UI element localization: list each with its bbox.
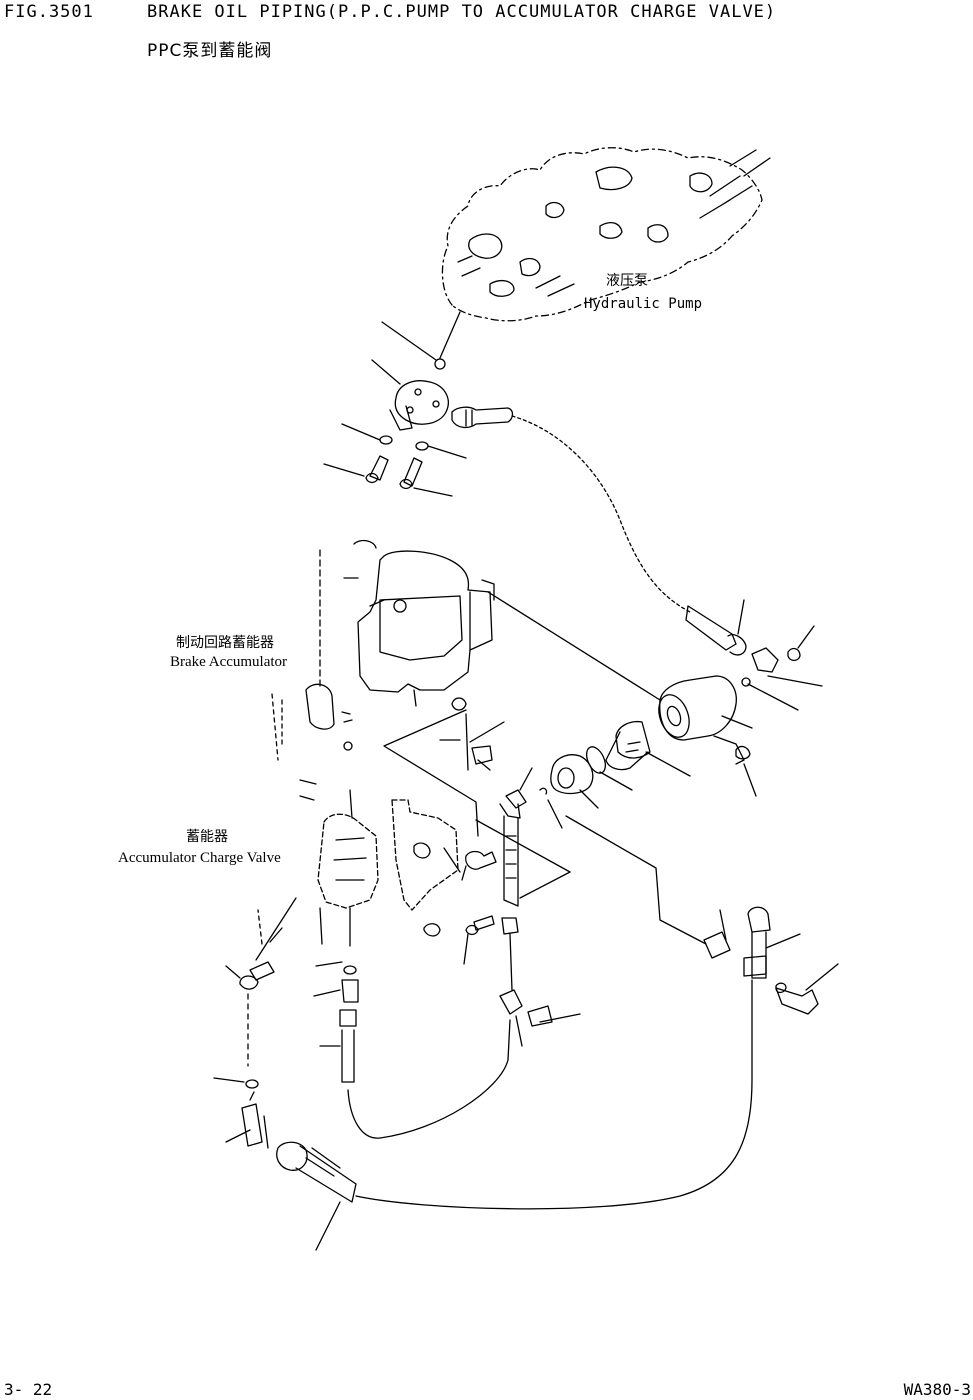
hydraulic-pump-label-cn: 液压泵 — [606, 273, 648, 289]
accumulator-charge-valve-label: Accumulator Charge Valve — [118, 850, 281, 866]
return-pipe — [348, 980, 752, 1209]
accumulator-charge-valve-label-cn: 蓄能器 — [186, 829, 228, 845]
model-code: WA380-3 — [903, 1380, 971, 1399]
page-number: 3- 22 — [4, 1380, 53, 1399]
brake-accumulator-label: Brake Accumulator — [170, 654, 288, 670]
pump-outlet-fittings — [324, 312, 513, 496]
brake-accumulator-label-cn: 制动回路蓄能器 — [176, 635, 274, 651]
figure-subtitle-chinese: PPC泵到蓄能阀 — [147, 41, 273, 61]
hydraulic-pump-drawing — [442, 148, 770, 321]
left-lower-fittings — [214, 898, 358, 1250]
central-fittings — [384, 710, 580, 1046]
figure-title: BRAKE OIL PIPING(P.P.C.PUMP TO ACCUMULAT… — [147, 2, 777, 22]
pump-hose — [512, 416, 822, 710]
brake-valve-assembly — [488, 592, 756, 808]
hydraulic-pump-label: Hydraulic Pump — [584, 296, 703, 312]
brake-accumulator-drawing — [320, 541, 494, 770]
accumulator-charge-valve-drawing — [272, 684, 458, 946]
figure-number: FIG.3501 — [4, 2, 94, 22]
right-lower-fittings — [566, 816, 838, 1014]
